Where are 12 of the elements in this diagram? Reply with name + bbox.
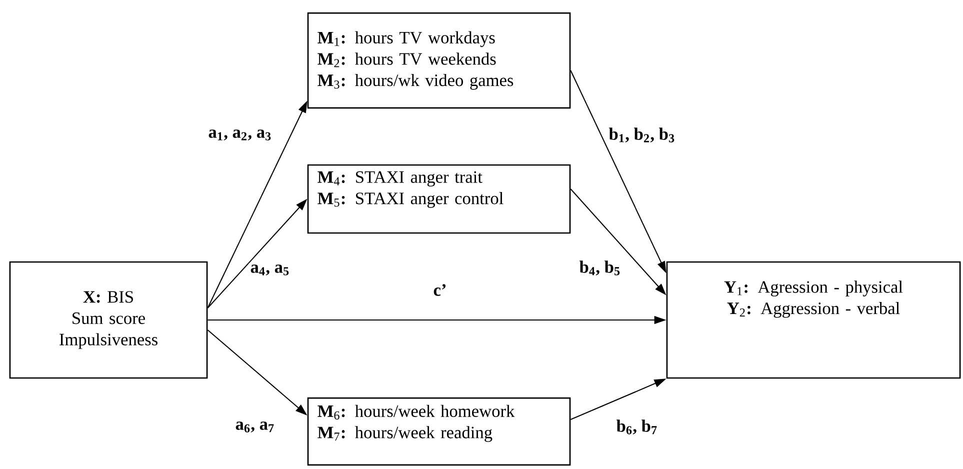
variable-box: X: BIS Sum score Impulsiveness [9,261,208,379]
variable-box: Y$_{1}$: Agression - physical Y$_{2}$: Aggression - verbal [666,261,961,379]
variable-box: M$_{4}$: STAXI anger trait M$_{5}$: STAXI anger control [307,164,571,234]
edge-label: b$_{4}$, b$_{5}$ [578,259,622,277]
edge-label: a$_{4}$, a$_{5}$ [248,263,292,277]
edge-label: b$_{1}$, b$_{2}$, b$_{3}$ [607,126,677,144]
edge-label: b$_{6}$, b$_{7}$ [614,418,660,436]
edge-label: a$_{1}$, a$_{2}$, a$_{3}$ [206,128,274,142]
variable-box: M$_{6}$: hours/week homework M$_{7}$: hours/week reading [307,397,571,466]
edge-label: c’ [432,282,448,298]
variable-box: M$_{1}$: hours TV workdays M$_{2}$: hours TV weekends M$_{3}$: hours/wk video games [307,12,571,109]
edge-label: a$_{6}$, a$_{7}$ [234,420,276,434]
